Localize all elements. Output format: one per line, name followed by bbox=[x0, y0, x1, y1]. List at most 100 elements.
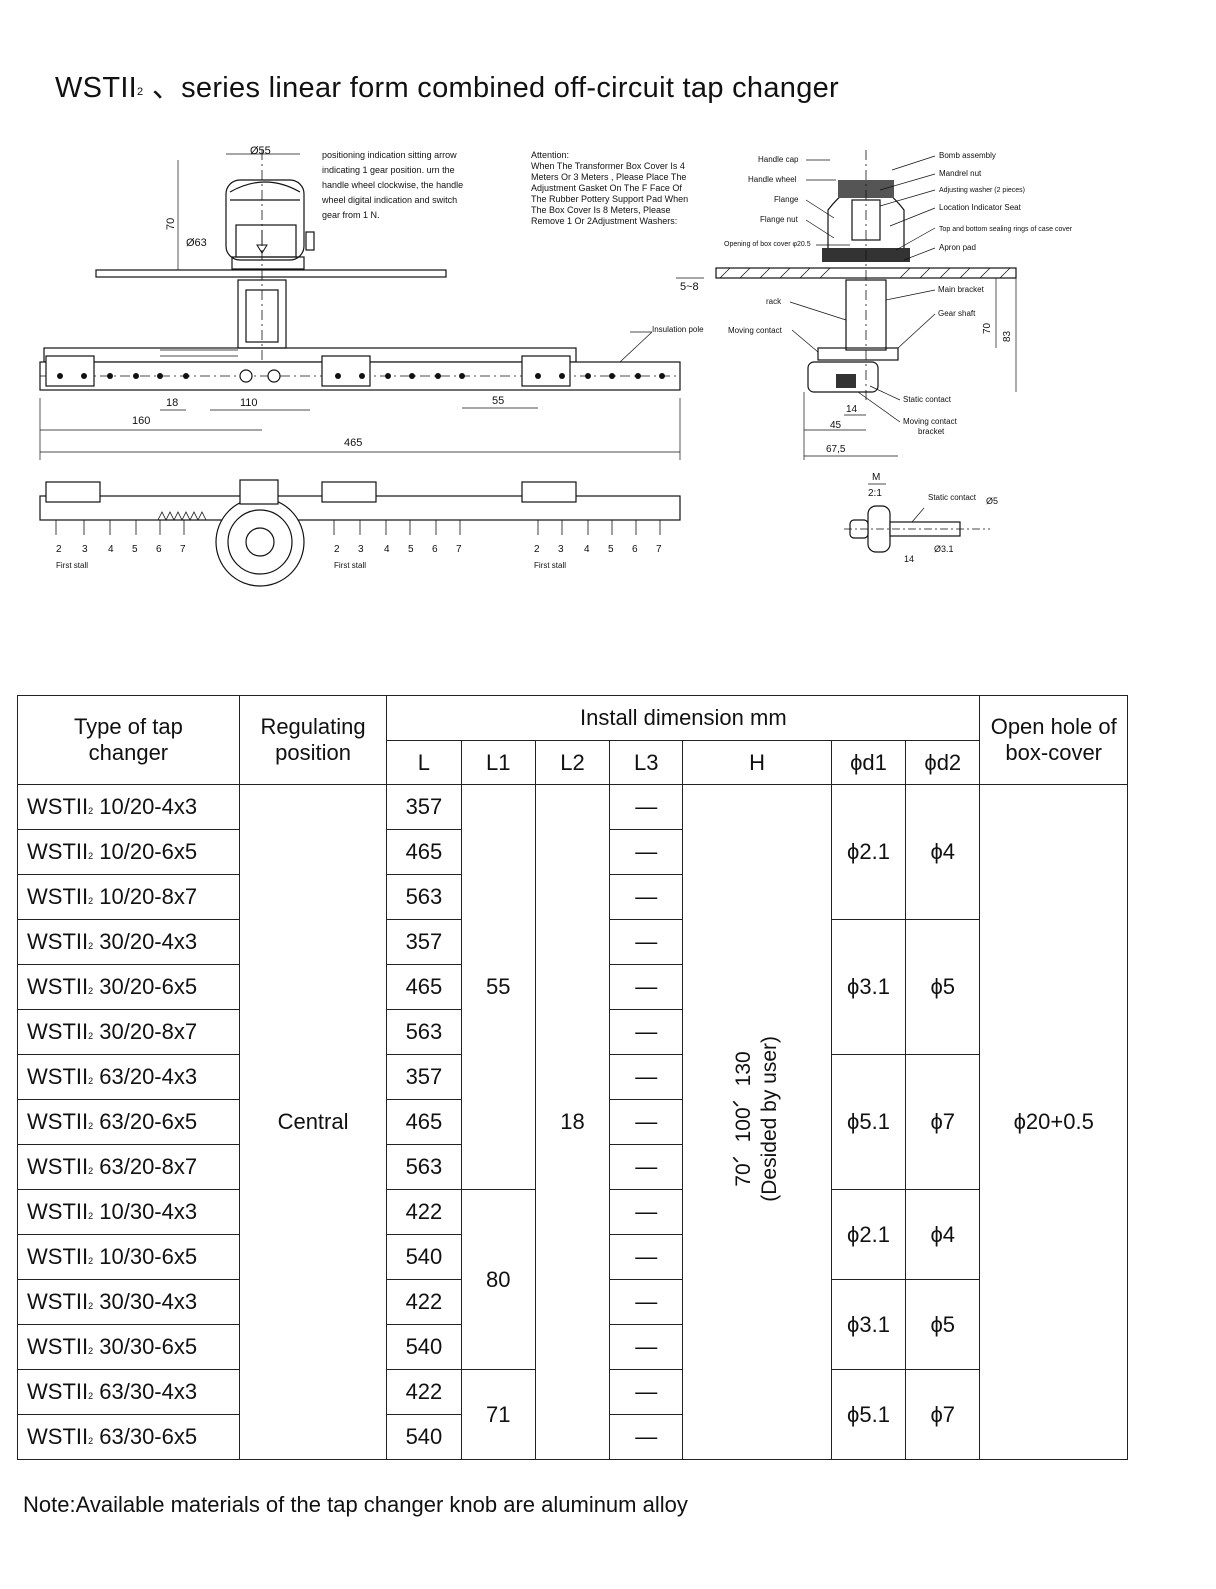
svg-text:Ø3.1: Ø3.1 bbox=[934, 544, 954, 554]
svg-text:Moving contact: Moving contact bbox=[728, 326, 783, 335]
label-insulation-pole: Insulation pole bbox=[652, 325, 704, 334]
svg-text:Handle cap: Handle cap bbox=[758, 155, 799, 164]
svg-text:Meters Or 3 Meters , Please Pl: Meters Or 3 Meters , Please Place The bbox=[531, 172, 686, 182]
header-d1: ϕd1 bbox=[830, 740, 907, 785]
svg-text:Adjustment Gasket On The F Fac: Adjustment Gasket On The F Face Of bbox=[531, 183, 682, 193]
regulating-cell: Central bbox=[238, 784, 388, 1460]
svg-text:Opening of box cover φ20.5: Opening of box cover φ20.5 bbox=[724, 241, 811, 248]
section-view: Handle cap Handle wheel Flange Flange nu… bbox=[715, 150, 1073, 460]
svg-text:2: 2 bbox=[56, 544, 62, 555]
svg-text:3: 3 bbox=[558, 544, 564, 555]
dim-d63: Ø63 bbox=[186, 237, 207, 249]
table-row: WSTII2 10/20-6x5 465— bbox=[17, 829, 1128, 875]
dim-d55: Ø55 bbox=[250, 145, 271, 157]
svg-text:83: 83 bbox=[1002, 330, 1013, 342]
svg-text:Flange nut: Flange nut bbox=[760, 215, 799, 224]
svg-text:M: M bbox=[872, 472, 880, 483]
svg-text:Ø5: Ø5 bbox=[986, 496, 998, 506]
svg-text:positioning indication sitting: positioning indication sitting arrow bbox=[322, 150, 457, 160]
dim-p55: 55 bbox=[492, 395, 504, 407]
dim-p18: 18 bbox=[166, 397, 178, 409]
svg-text:6: 6 bbox=[156, 544, 162, 555]
svg-text:7: 7 bbox=[180, 544, 186, 555]
open-hole-cell: ϕ20+0.5 bbox=[979, 784, 1128, 1460]
header-L1: L1 bbox=[460, 740, 536, 785]
technical-drawing: Ø55 Ø63 70 18 110 160 55 465 5~8 Insulat… bbox=[39, 145, 1073, 587]
svg-text:Flange: Flange bbox=[774, 195, 799, 204]
svg-text:2: 2 bbox=[334, 544, 340, 555]
svg-text:First stall: First stall bbox=[534, 561, 566, 570]
svg-text:Remove 1 Or 2Adjustment Washer: Remove 1 Or 2Adjustment Washers: bbox=[531, 216, 677, 226]
dim-p465: 465 bbox=[344, 437, 362, 449]
table-row: WSTII2 63/20-6x5 465— bbox=[17, 1099, 1128, 1145]
svg-text:wheel digital indication and s: wheel digital indication and switch bbox=[321, 195, 457, 205]
svg-text:6: 6 bbox=[432, 544, 438, 555]
table-row: WSTII2 10/20-8x7 563— bbox=[17, 874, 1128, 920]
table-row: WSTII2 30/20-6x5 465— bbox=[17, 964, 1128, 1010]
svg-text:5: 5 bbox=[408, 544, 414, 555]
svg-text:Static contact: Static contact bbox=[903, 395, 952, 404]
svg-text:5: 5 bbox=[132, 544, 138, 555]
l2-cell: 18 bbox=[534, 784, 611, 1460]
svg-text:Handle wheel: Handle wheel bbox=[748, 175, 797, 184]
svg-text:First stall: First stall bbox=[56, 561, 88, 570]
svg-text:4: 4 bbox=[384, 544, 390, 555]
svg-text:14: 14 bbox=[904, 554, 914, 564]
svg-text:The Rubber Pottery Support Pad: The Rubber Pottery Support Pad When bbox=[531, 194, 688, 204]
header-L2: L2 bbox=[534, 740, 611, 785]
detail-view: M 2:1 Static contact Ø5 Ø3.1 14 bbox=[844, 472, 998, 564]
svg-text:7: 7 bbox=[656, 544, 662, 555]
front-view: Ø55 Ø63 70 18 110 160 55 465 5~8 Insulat… bbox=[39, 145, 704, 460]
svg-text:2:1: 2:1 bbox=[868, 488, 882, 499]
svg-text:indicating 1 gear position. ur: indicating 1 gear position. urn the bbox=[322, 165, 455, 175]
svg-text:handle wheel clockwise, the ha: handle wheel clockwise, the handle bbox=[322, 180, 463, 190]
footnote: Note:Available materials of the tap chan… bbox=[23, 1492, 688, 1517]
svg-text:Gear shaft: Gear shaft bbox=[938, 309, 976, 318]
svg-text:First stall: First stall bbox=[334, 561, 366, 570]
svg-text:rack: rack bbox=[766, 297, 782, 306]
header-install: Install dimension mm bbox=[386, 695, 981, 741]
svg-text:The Box Cover Is 8 Meters, Ple: The Box Cover Is 8 Meters, Please bbox=[531, 205, 671, 215]
svg-text:5: 5 bbox=[608, 544, 614, 555]
l1-cell: 55 bbox=[460, 784, 536, 1190]
header-L3: L3 bbox=[609, 740, 684, 785]
svg-text:3: 3 bbox=[358, 544, 364, 555]
svg-text:Main bracket: Main bracket bbox=[938, 285, 985, 294]
svg-text:Location Indicator Seat: Location Indicator Seat bbox=[939, 203, 1022, 212]
svg-text:70: 70 bbox=[982, 322, 993, 334]
svg-text:45: 45 bbox=[830, 420, 842, 431]
svg-text:gear from 1 N.: gear from 1 N. bbox=[322, 210, 380, 220]
table-row: WSTII2 63/30-6x5 540— bbox=[17, 1414, 1128, 1460]
table-row: WSTII2 10/30-6x5 540— bbox=[17, 1234, 1128, 1280]
svg-text:Moving contact: Moving contact bbox=[903, 417, 958, 426]
svg-text:Mandrel nut: Mandrel nut bbox=[939, 169, 982, 178]
table-row: WSTII2 30/30-6x5 540— bbox=[17, 1324, 1128, 1370]
svg-text:Adjusting washer (2 pieces): Adjusting washer (2 pieces) bbox=[939, 187, 1025, 194]
page-title: WSTII2 、series linear form combined off-… bbox=[55, 72, 840, 104]
header-H: H bbox=[682, 740, 832, 785]
dim-p160: 160 bbox=[132, 415, 150, 427]
h-cell: 70、100、130(Desided by user) bbox=[682, 784, 832, 1460]
svg-text:7: 7 bbox=[456, 544, 462, 555]
attention-note: Attention: When The Transformer Box Cove… bbox=[531, 150, 688, 226]
table-body: WSTII2 10/20-4x3 Central 357 55 18 — 70、… bbox=[17, 784, 1128, 1460]
dim-h70: 70 bbox=[165, 218, 177, 230]
svg-text:2: 2 bbox=[534, 544, 540, 555]
svg-text:3: 3 bbox=[82, 544, 88, 555]
svg-text:4: 4 bbox=[108, 544, 114, 555]
header-d2: ϕd2 bbox=[905, 740, 981, 785]
svg-text:Bomb assembly: Bomb assembly bbox=[939, 151, 996, 160]
table-row: WSTII2 30/20-8x7 563— bbox=[17, 1009, 1128, 1055]
svg-text:Apron pad: Apron pad bbox=[939, 243, 976, 252]
dim-p110: 110 bbox=[240, 397, 258, 409]
svg-text:6: 6 bbox=[632, 544, 638, 555]
dim-gap: 5~8 bbox=[680, 281, 699, 293]
svg-text:When The Transformer Box Cover: When The Transformer Box Cover Is 4 bbox=[531, 161, 685, 171]
svg-text:14: 14 bbox=[846, 404, 858, 415]
